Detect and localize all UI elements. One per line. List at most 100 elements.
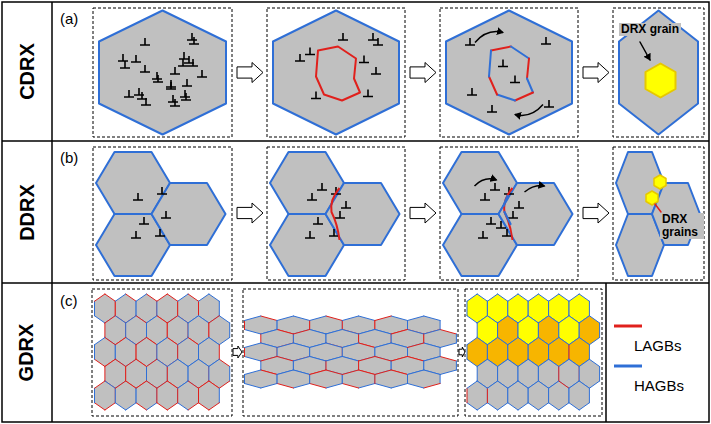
low-angle-boundary: [358, 361, 359, 370]
high-angle-boundary: [569, 301, 570, 316]
high-angle-boundary: [498, 294, 508, 301]
high-angle-boundary: [219, 316, 229, 323]
dashed-panel: [613, 147, 704, 280]
low-angle-boundary: [309, 321, 310, 330]
high-angle-boundary: [440, 348, 441, 357]
high-angle-boundary: [527, 79, 533, 93]
high-angle-boundary: [569, 301, 570, 316]
legend-line-blue: [614, 365, 642, 368]
high-angle-boundary: [518, 403, 528, 410]
high-angle-boundary: [477, 294, 487, 301]
high-angle-boundary: [198, 301, 199, 316]
high-angle-boundary: [147, 316, 157, 323]
dislocation-symbol: [467, 88, 477, 95]
high-angle-boundary: [508, 338, 518, 345]
low-angle-boundary: [125, 367, 126, 382]
panel-tag: (a): [60, 10, 78, 27]
high-angle-boundary: [261, 330, 277, 335]
high-angle-boundary: [178, 359, 188, 366]
high-angle-boundary: [95, 338, 105, 345]
dashed-panel: [440, 8, 578, 137]
high-angle-boundary: [538, 367, 539, 382]
high-angle-boundary: [579, 403, 589, 410]
high-angle-boundary: [559, 294, 569, 301]
dashed-panel: [92, 289, 232, 416]
high-angle-boundary: [507, 345, 508, 360]
dashed-panel: [243, 289, 458, 416]
low-angle-boundary: [491, 47, 511, 51]
low-angle-boundary: [309, 321, 310, 330]
low-angle-boundary: [260, 334, 261, 343]
high-angle-boundary: [548, 301, 549, 316]
high-angle-boundary: [136, 388, 137, 403]
high-angle-boundary: [147, 403, 157, 410]
dislocation-symbol: [373, 38, 383, 45]
high-angle-boundary: [245, 343, 261, 348]
high-angle-boundary: [558, 367, 559, 382]
low-angle-boundary: [198, 301, 199, 316]
high-angle-boundary: [326, 330, 342, 335]
high-angle-boundary: [548, 388, 549, 403]
grain-hexagon: [261, 357, 294, 375]
high-angle-boundary: [487, 301, 488, 316]
high-angle-boundary: [188, 367, 189, 382]
dislocation-symbol: [140, 65, 150, 72]
low-angle-boundary: [359, 343, 375, 348]
high-angle-boundary: [424, 370, 440, 375]
high-angle-boundary: [508, 316, 518, 323]
high-angle-boundary: [229, 323, 230, 338]
grain-hexagon: [619, 11, 698, 135]
low-angle-boundary: [558, 367, 559, 382]
dislocation-symbol: [140, 38, 150, 45]
low-angle-boundary: [331, 188, 339, 240]
dashed-panel: [440, 147, 578, 280]
low-angle-boundary: [157, 381, 167, 388]
high-angle-boundary: [440, 343, 456, 348]
high-angle-boundary: [115, 345, 116, 360]
panel-tag: (b): [60, 149, 78, 166]
high-angle-boundary: [277, 321, 278, 330]
high-angle-boundary: [497, 367, 498, 382]
high-angle-boundary: [407, 321, 408, 330]
dislocation-symbol: [478, 231, 488, 238]
high-angle-boundary: [229, 367, 230, 382]
low-angle-boundary: [167, 367, 168, 382]
low-angle-boundary: [177, 388, 178, 403]
low-angle-boundary: [199, 403, 209, 410]
low-angle-boundary: [408, 357, 424, 362]
high-angle-boundary: [589, 388, 590, 403]
dislocation-symbol: [189, 37, 199, 44]
high-angle-boundary: [407, 348, 408, 357]
high-angle-boundary: [277, 370, 293, 375]
low-angle-boundary: [579, 367, 580, 382]
high-angle-boundary: [579, 338, 589, 345]
low-angle-boundary: [293, 334, 294, 343]
dislocation-symbol: [305, 231, 315, 238]
dislocation-symbol: [187, 33, 197, 40]
grain-hexagon: [310, 370, 343, 388]
high-angle-boundary: [146, 367, 147, 382]
high-angle-boundary: [245, 357, 261, 362]
low-angle-boundary: [115, 301, 116, 316]
high-angle-boundary: [178, 403, 188, 410]
high-angle-boundary: [359, 330, 375, 335]
high-angle-boundary: [326, 334, 327, 343]
high-angle-boundary: [391, 384, 407, 389]
low-angle-boundary: [105, 294, 115, 301]
low-angle-boundary: [208, 323, 209, 338]
low-angle-boundary: [342, 370, 358, 375]
leader-arrow: [640, 42, 650, 60]
low-angle-boundary: [125, 367, 126, 382]
low-angle-boundary: [167, 403, 177, 410]
dislocation-symbol: [341, 201, 351, 208]
high-angle-boundary: [424, 316, 440, 321]
low-angle-boundary: [293, 330, 309, 335]
high-angle-boundary: [508, 381, 518, 388]
dislocation-symbol: [124, 90, 134, 97]
high-angle-boundary: [518, 316, 528, 323]
low-angle-boundary: [136, 316, 146, 323]
high-angle-boundary: [136, 301, 137, 316]
low-angle-boundary: [167, 338, 177, 345]
high-angle-boundary: [477, 338, 487, 345]
